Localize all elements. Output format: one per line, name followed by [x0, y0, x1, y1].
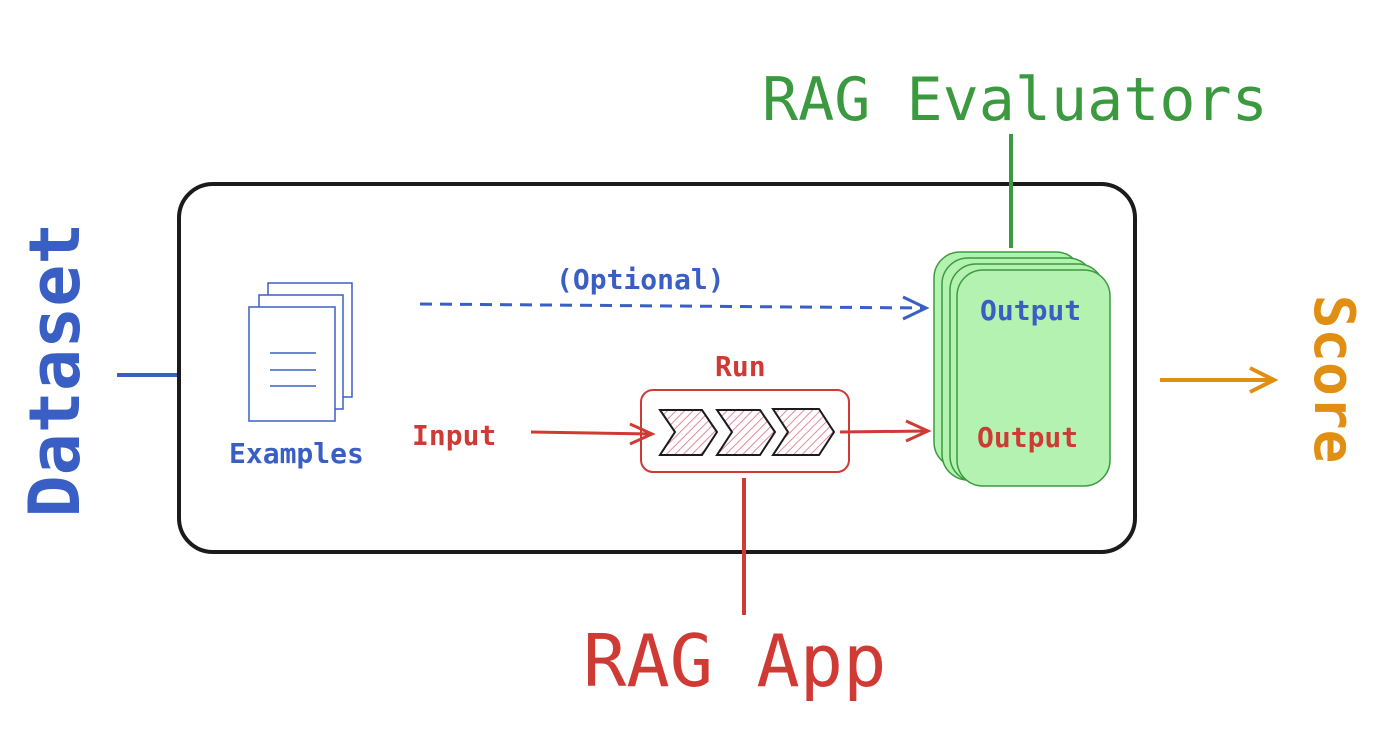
input-arrow: [530, 422, 656, 446]
examples-label: Examples: [229, 437, 364, 470]
run-output-label: Output: [977, 421, 1079, 454]
pipeline-steps-icon: [658, 408, 836, 456]
output-arrow: [839, 419, 932, 443]
app-title: RAG App: [583, 619, 887, 703]
output-cards: [933, 251, 1111, 487]
optional-label: (Optional): [556, 263, 725, 296]
score-arrow: [1160, 366, 1279, 394]
dataset-container: [177, 182, 1137, 554]
input-label: Input: [412, 419, 497, 452]
evaluators-title: RAG Evaluators: [762, 65, 1268, 135]
score-label: Score: [1301, 294, 1366, 464]
optional-arrow: [419, 295, 930, 321]
dataset-label: Dataset: [14, 222, 96, 518]
documents-icon: [248, 282, 353, 422]
reference-output-label: Output: [980, 294, 1082, 327]
run-label: Run: [715, 350, 766, 383]
